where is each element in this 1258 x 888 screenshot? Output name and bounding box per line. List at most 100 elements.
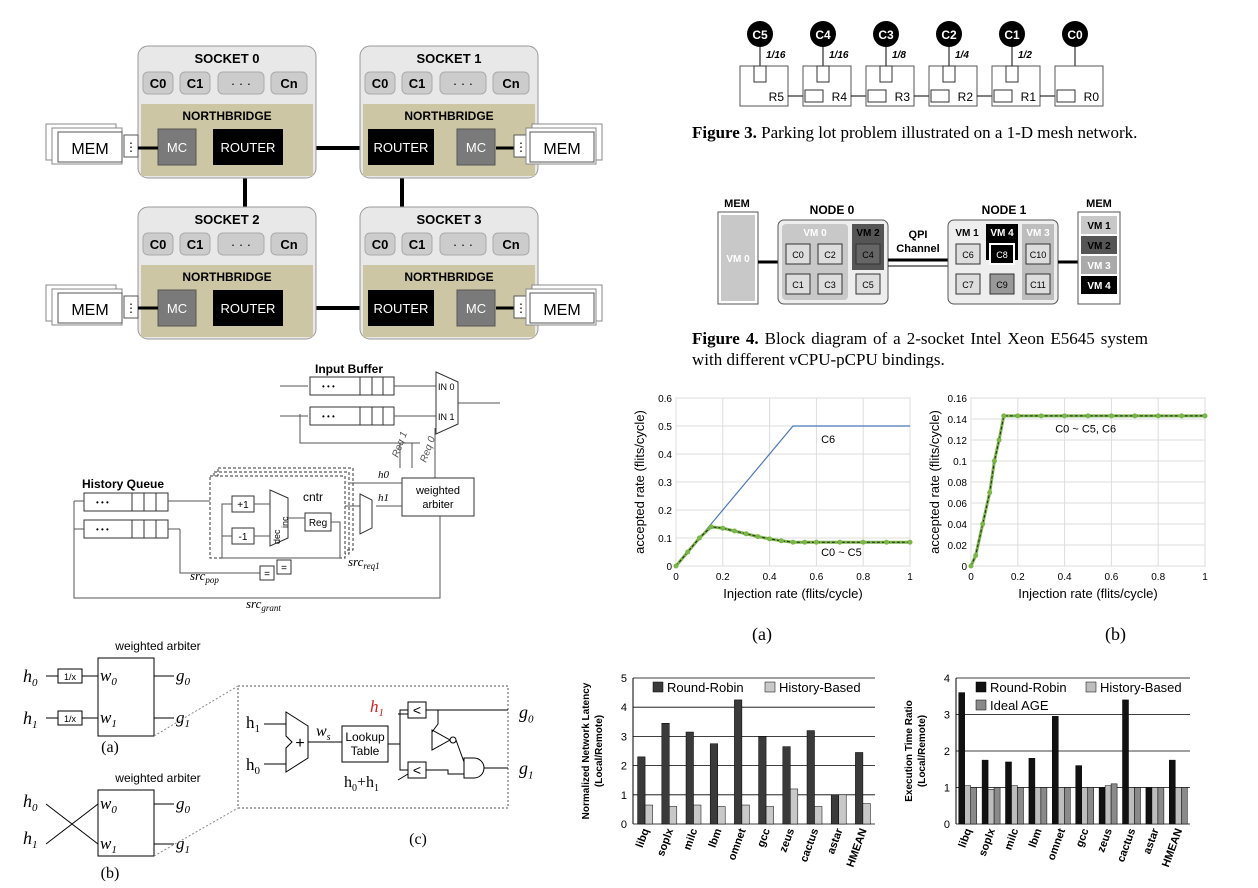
router-label: ROUTER <box>221 140 276 155</box>
bar <box>1064 787 1071 825</box>
legend-swatch <box>1085 681 1097 693</box>
comparator-label: < <box>413 762 421 778</box>
y-tick-label: 0.08 <box>948 478 968 489</box>
mc-label: MC <box>466 140 486 155</box>
x-tick-label: milc <box>1003 827 1022 852</box>
channel-buffer <box>867 89 887 103</box>
data-point <box>884 539 890 545</box>
fraction-label: 1/4 <box>955 50 969 61</box>
core-box <box>785 243 811 265</box>
x-tick-label: zeus <box>777 827 797 854</box>
h1-label: h1 <box>378 492 389 504</box>
bar <box>806 730 815 825</box>
y-tick-label: 0.1 <box>658 534 672 545</box>
arbiter-label: weighted <box>415 485 460 497</box>
router-label: ROUTER <box>374 301 429 316</box>
bar <box>1011 785 1018 825</box>
dots-label: ⋮ <box>515 140 527 154</box>
northbridge-label: NORTHBRIDGE <box>182 109 271 123</box>
bar <box>970 787 977 825</box>
w1-label: w1 <box>100 708 117 730</box>
core-label: Cn <box>280 76 297 91</box>
fraction-label: 1/2 <box>1018 50 1032 61</box>
core-box <box>817 243 843 265</box>
y-axis-label: Normalized Network Latency <box>581 682 592 819</box>
series-label: C6 <box>821 434 835 446</box>
dots-label: • • • <box>322 412 335 421</box>
y-axis-label: accepted rate (flits/cycle) <box>632 410 647 554</box>
legend-label: Ideal AGE <box>990 698 1049 713</box>
mem-left-bottom: MEM ⋮ <box>45 284 158 326</box>
mem-vm-slot <box>1081 216 1117 234</box>
series-label: C0 ~ C5 <box>821 547 862 559</box>
x-tick-label: 0.4 <box>1058 572 1072 583</box>
legend-swatch <box>652 681 664 693</box>
legend-swatch <box>764 681 776 693</box>
y-tick-label: 1 <box>944 783 950 795</box>
x-tick-label: HMEAN <box>1160 827 1185 869</box>
socket-1: SOCKET 1 C0 C1 · · · Cn NORTHBRIDGE ROUT… <box>359 45 539 179</box>
x-tick-label: libq <box>957 827 975 849</box>
core-label: C0 <box>1067 28 1083 42</box>
socket-3: SOCKET 3 C0 C1 · · · Cn NORTHBRIDGE ROUT… <box>359 206 539 340</box>
vm2-label: VM 2 <box>856 228 880 239</box>
data-point <box>980 521 986 527</box>
x-tick-label: 0 <box>673 572 679 583</box>
w0-label: w0 <box>100 666 117 688</box>
y-tick-label: 0 <box>944 819 950 831</box>
legend-label: Round-Robin <box>990 680 1067 695</box>
bar <box>838 794 847 825</box>
fraction-label: 1/16 <box>766 50 786 61</box>
weighted-arbiter-diagram: weighted arbiter h0 h1 1/x 1/x w0 w1 g0 … <box>23 639 509 882</box>
adder-label: + <box>295 735 304 752</box>
core-box <box>817 273 843 295</box>
data-point <box>767 536 773 542</box>
y-axis-label: Execution Time Ratio <box>904 700 915 802</box>
y-tick-label: 0 <box>961 562 967 573</box>
channel-buffer <box>804 89 824 103</box>
mem-label: MEM <box>543 141 580 158</box>
northbridge-label: NORTHBRIDGE <box>404 270 493 284</box>
router-label: ROUTER <box>374 140 429 155</box>
y-tick-label: 0.16 <box>948 394 968 405</box>
lookup-label: Table <box>351 744 380 758</box>
series-label: C0 ~ C5, C6 <box>1055 424 1116 436</box>
bar <box>855 752 864 825</box>
vm0-label: VM 0 <box>803 228 827 239</box>
data-point <box>755 534 761 540</box>
router-label: R4 <box>832 90 848 104</box>
series-line-dash <box>970 415 1205 567</box>
core-label: C1 <box>409 76 426 91</box>
socket-0: SOCKET 0 C0 C1 · · · Cn NORTHBRIDGE MC R… <box>137 45 317 179</box>
y-tick-label: 0.4 <box>658 450 672 461</box>
y-tick-label: 0.12 <box>948 436 968 447</box>
x-tick-label: 1 <box>907 572 913 583</box>
x-tick-label: omnet <box>726 827 749 862</box>
vm0-left-label: VM 0 <box>726 254 750 265</box>
bar <box>814 806 823 825</box>
data-point <box>1038 413 1044 419</box>
h0-label: h0 <box>246 755 261 777</box>
data-point <box>696 535 702 541</box>
socket-title: SOCKET 0 <box>194 51 259 66</box>
core-label: C9 <box>996 280 1008 290</box>
mem-right-top: ⋮ MEM <box>496 123 603 165</box>
core-box <box>855 243 881 265</box>
mem-vm-slot <box>1081 276 1117 294</box>
core-box <box>989 273 1015 295</box>
dots-label: ⋮ <box>515 301 527 315</box>
data-point <box>1001 413 1007 419</box>
mem-left-top: MEM ⋮ <box>45 123 158 165</box>
counter-mux <box>269 489 289 547</box>
adder-shape <box>285 711 309 773</box>
core-label: C2 <box>941 28 957 42</box>
bar <box>1005 761 1012 825</box>
g1-label: g1 <box>176 834 190 856</box>
h1-red-label: h1 <box>370 697 384 719</box>
bar <box>830 794 839 825</box>
mem-vm-slot <box>1081 236 1117 254</box>
core-label: · · · <box>453 237 473 252</box>
core-label: C7 <box>962 280 974 290</box>
y-axis-label: (Local/Remote) <box>917 715 928 787</box>
bar <box>1104 785 1112 825</box>
